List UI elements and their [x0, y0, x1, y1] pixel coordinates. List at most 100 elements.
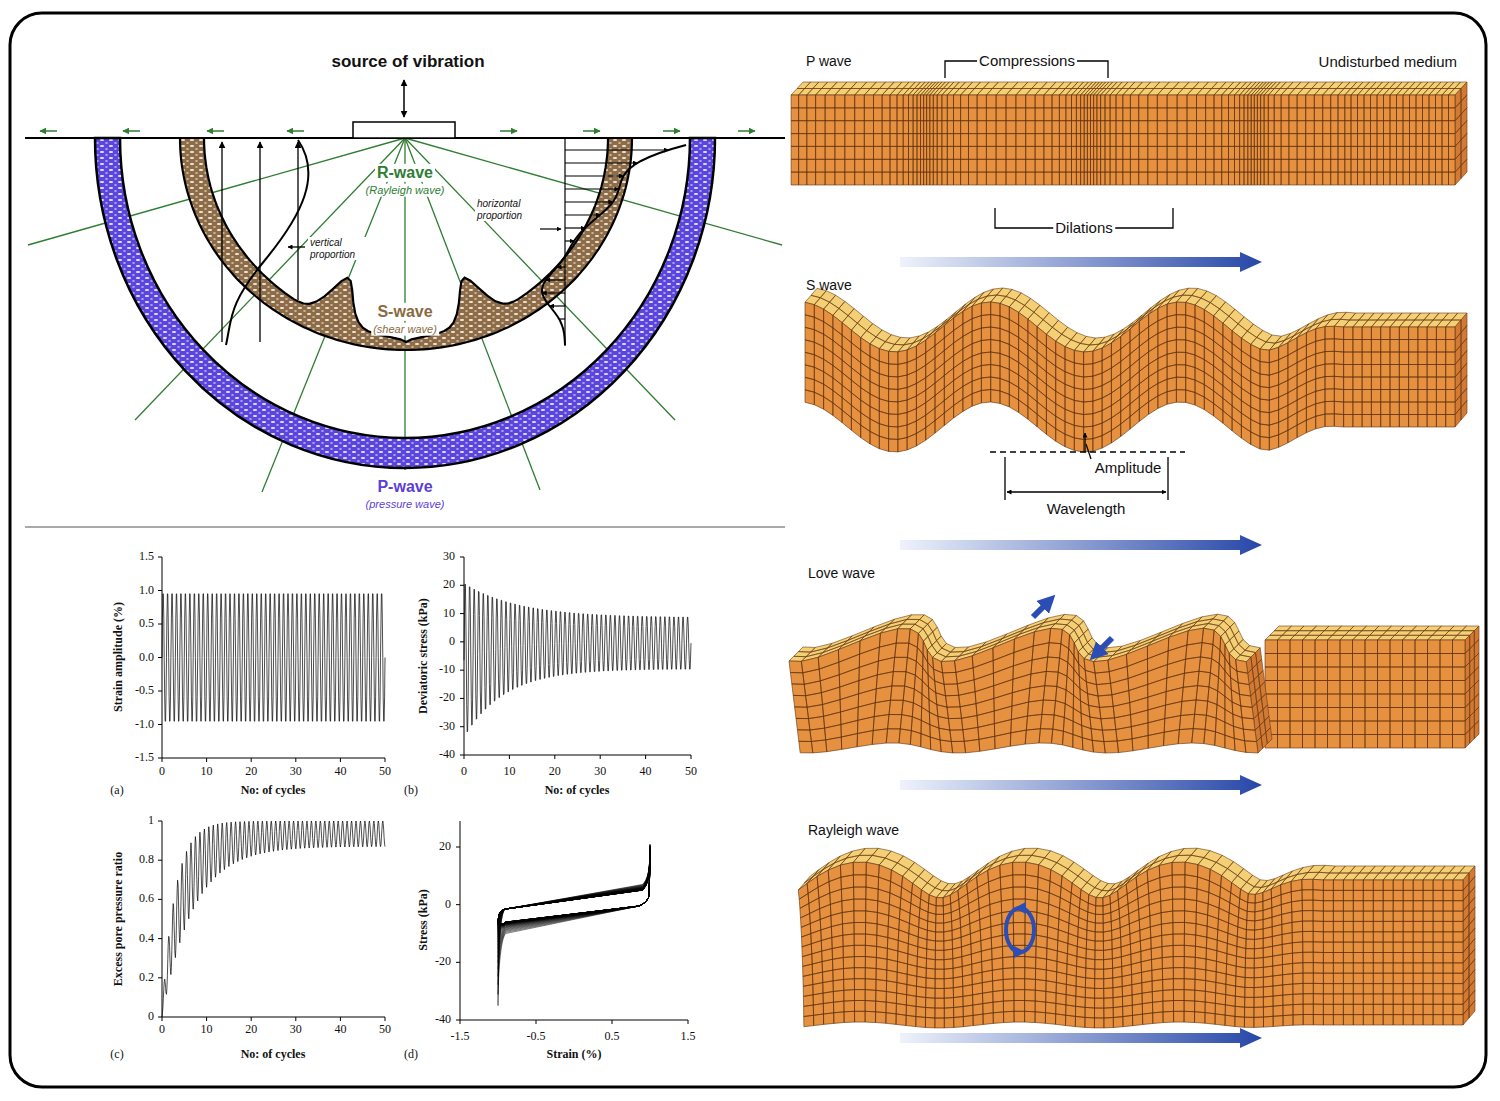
callout-label: vertical proportion: [308, 237, 374, 260]
panel-label: (c): [110, 1048, 123, 1062]
tick: [554, 755, 555, 759]
tick-label: 50: [685, 765, 697, 779]
vibration-arrow: [403, 80, 405, 117]
axis-title: Excess pore pressure ratio: [112, 852, 126, 986]
chart-d: [456, 821, 688, 1024]
dimension-label: Amplitude: [1095, 459, 1162, 476]
tick: [158, 821, 162, 822]
tick-label: 0: [148, 1010, 154, 1024]
tick: [460, 755, 464, 756]
surface-arrow: [583, 130, 600, 132]
tick-label: -20: [439, 692, 455, 706]
top-face: [1265, 626, 1479, 640]
r-wave-vertical: [222, 140, 308, 345]
tick: [460, 670, 464, 671]
tick-label: 20: [549, 765, 561, 779]
surface-arrows: [40, 130, 755, 132]
rest-level: [990, 451, 1185, 452]
propagation-arrows: [900, 252, 1262, 1048]
motion-arrow: [1096, 638, 1112, 654]
surface-arrow: [287, 130, 304, 132]
horizontal-arrow: [565, 162, 637, 163]
front-face: [1265, 640, 1465, 748]
chart-b: [460, 557, 691, 759]
tick: [460, 726, 464, 727]
s-wave-block: [805, 288, 1467, 452]
tick-label: 0: [445, 898, 451, 912]
tick-label: 1.0: [139, 584, 154, 598]
wave-name: R-wave: [375, 164, 435, 182]
tick-label: 20: [439, 840, 451, 854]
tick: [460, 641, 464, 642]
side-face: [1463, 866, 1475, 1025]
tick: [340, 758, 341, 762]
tick: [158, 1017, 162, 1018]
tick-label: 30: [290, 765, 302, 779]
tick-label: 50: [379, 765, 391, 779]
wave-rays: [28, 138, 782, 492]
tick: [158, 977, 162, 978]
tick-label: 0.5: [605, 1030, 620, 1044]
ray: [405, 138, 675, 420]
tick-label: 30: [290, 1023, 302, 1037]
reference-line: [564, 138, 565, 346]
tick: [612, 1020, 613, 1024]
tick-label: 10: [443, 607, 455, 621]
bracket-label: Compressions: [977, 52, 1077, 69]
tick-label: 1.5: [681, 1030, 696, 1044]
love-wave-block: [789, 614, 1272, 753]
panel-label: (b): [404, 784, 418, 798]
data-line: [162, 821, 385, 1017]
p-wave-band: [95, 138, 715, 468]
horizontal-arrow: [565, 149, 668, 150]
tick-label: -1.5: [135, 751, 154, 765]
tick: [158, 657, 162, 658]
tick: [509, 755, 510, 759]
tick: [385, 758, 386, 762]
surface-arrow: [738, 130, 755, 132]
tick: [600, 755, 601, 759]
wavelength-arrow: [1007, 491, 1166, 492]
note-label: Undisturbed medium: [1319, 53, 1457, 70]
vertical-arrow: [221, 142, 222, 342]
tick-label: 20: [245, 765, 257, 779]
tick: [688, 1020, 689, 1024]
tick: [464, 755, 465, 759]
vertical-proportion-curve: [226, 140, 308, 345]
tick-label: -0.5: [135, 684, 154, 698]
tick-label: -30: [439, 720, 455, 734]
ray: [135, 138, 405, 420]
wave-subtitle: (pressure wave): [364, 498, 447, 511]
tick-label: 0.0: [139, 651, 154, 665]
panel-title: S wave: [806, 277, 852, 293]
vertical-arrow: [259, 142, 260, 342]
horizontal-arrow: [565, 227, 585, 228]
tick-label: 0.8: [139, 853, 154, 867]
tick: [691, 755, 692, 759]
panel-title: P wave: [806, 53, 852, 69]
axis-title: No: of cycles: [545, 784, 610, 798]
motion-arrow: [1033, 601, 1049, 617]
tick-label: -10: [439, 663, 455, 677]
tick-label: 10: [503, 765, 515, 779]
leader-arrow: [540, 228, 561, 229]
love-motion-arrows: [1033, 601, 1112, 654]
horizontal-arrow: [550, 305, 565, 306]
tick: [456, 847, 460, 848]
data-line: [498, 844, 650, 1006]
frame: [10, 13, 1486, 1087]
horizontal-arrow: [565, 175, 624, 176]
propagation-arrow: [900, 535, 1262, 555]
propagation-arrow: [900, 775, 1262, 795]
callout-label: horizontal proportion: [475, 198, 543, 221]
tick-label: 30: [443, 550, 455, 564]
tick-label: -1.0: [135, 718, 154, 732]
front-face: [789, 628, 1258, 753]
side-face: [1455, 313, 1467, 427]
surface-arrow: [207, 130, 224, 132]
front-face: [791, 95, 1455, 185]
s-wave-band: [180, 138, 632, 350]
wave-name: P-wave: [375, 478, 434, 496]
panel-label: (a): [110, 784, 123, 798]
